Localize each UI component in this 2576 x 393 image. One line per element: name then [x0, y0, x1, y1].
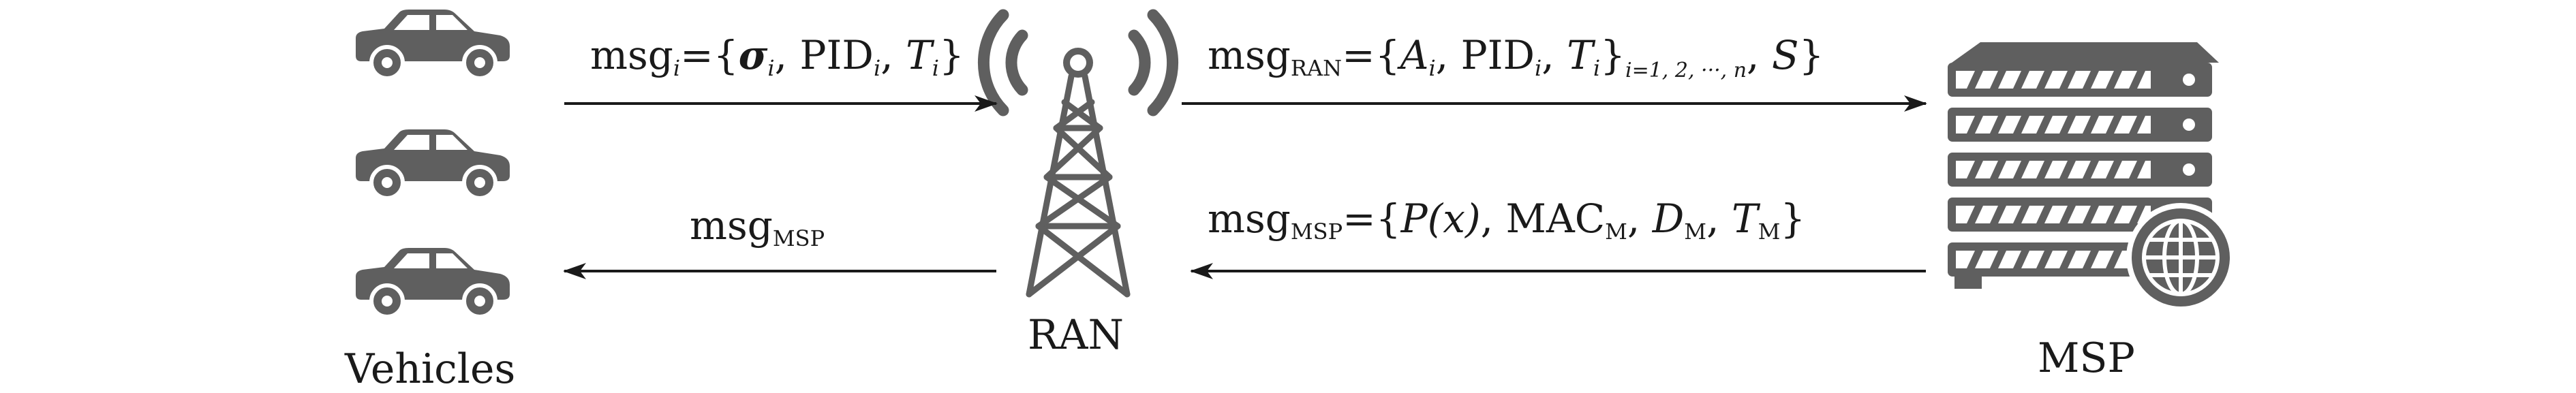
msg-name: msg: [690, 202, 773, 249]
msg-name: msg: [590, 32, 673, 78]
pid-text: PID: [1460, 32, 1535, 78]
msg-ran-to-vehicles: msgMSP: [690, 206, 825, 249]
msg-subscript: RAN: [1290, 55, 1343, 81]
mac-text: MAC: [1505, 195, 1606, 242]
car-icon-2: [356, 129, 510, 198]
pid-subscript: i: [1535, 55, 1542, 81]
msg-vehicle-to-ran: msgi={σi, PIDi, Ti}: [590, 32, 964, 81]
sigma-symbol: σ: [738, 32, 768, 78]
radio-tower-icon: [977, 9, 1179, 298]
equals-brace: ={: [1342, 32, 1400, 78]
msg-msp-to-ran: msgMSP={P(x), MACM, DM, TM}: [1208, 195, 1806, 245]
close-brace: }: [1600, 32, 1625, 78]
close-brace: }: [938, 32, 964, 78]
car-icon-3: [356, 248, 510, 317]
timestamp-subscript: i: [932, 55, 939, 81]
a-subscript: i: [1428, 55, 1436, 81]
ran-label: RAN: [1028, 311, 1124, 359]
msp-label: MSP: [2038, 334, 2135, 382]
timestamp-subscript: M: [1758, 219, 1781, 245]
close-brace-outer: }: [1798, 32, 1824, 78]
timestamp-subscript: i: [1593, 55, 1601, 81]
equals-brace: ={: [1343, 195, 1401, 242]
msg-subscript: MSP: [1290, 219, 1343, 245]
mac-subscript: M: [1605, 219, 1627, 245]
d-symbol: D: [1652, 195, 1685, 242]
sigma-subscript: i: [767, 55, 775, 81]
pid-subscript: i: [873, 55, 881, 81]
equals-brace: ={: [680, 32, 739, 78]
d-subscript: M: [1684, 219, 1707, 245]
msg-name: msg: [1208, 195, 1291, 242]
timestamp-symbol: T: [1731, 195, 1758, 242]
globe-icon: [2126, 203, 2235, 312]
signature-symbol: S: [1771, 32, 1799, 78]
msg-name: msg: [1208, 32, 1291, 78]
car-icon-1: [356, 10, 510, 78]
timestamp-symbol: T: [1567, 32, 1593, 78]
close-brace: }: [1780, 195, 1806, 242]
msg-subscript: i: [673, 55, 681, 81]
vehicles-label: Vehicles: [345, 345, 516, 393]
timestamp-symbol: T: [906, 32, 932, 78]
msg-subscript: MSP: [772, 225, 825, 251]
index-range: i=1, 2, ···, n: [1625, 59, 1747, 82]
a-symbol: A: [1400, 32, 1429, 78]
polynomial-term: P(x): [1400, 195, 1481, 242]
msg-ran-to-msp: msgRAN={Ai, PIDi, Ti}i=1, 2, ···, n, S}: [1208, 32, 1824, 82]
pid-text: PID: [799, 32, 874, 78]
